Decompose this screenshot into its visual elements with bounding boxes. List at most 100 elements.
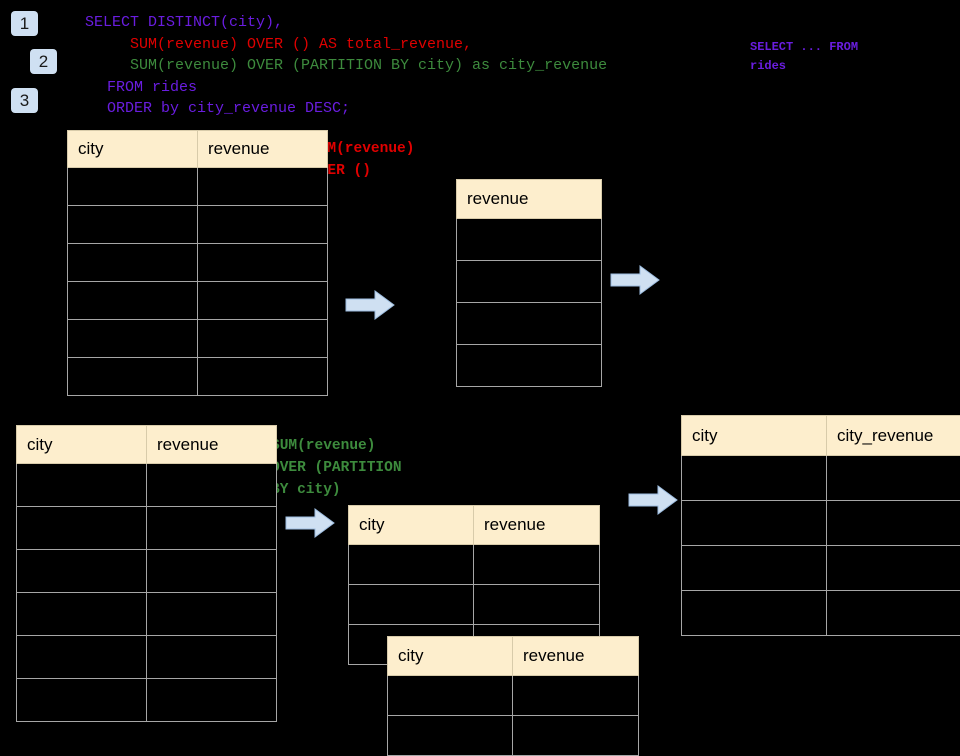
table-row xyxy=(17,636,277,679)
column-header-revenue: revenue xyxy=(474,506,600,545)
table-row xyxy=(17,507,277,550)
table-cell xyxy=(827,546,960,591)
table-row xyxy=(388,716,639,756)
column-header-revenue: revenue xyxy=(147,426,277,464)
table-cell xyxy=(198,358,328,396)
table-cell xyxy=(198,168,328,206)
arrow-total-to-result-icon xyxy=(610,265,660,295)
table-row-header: city revenue xyxy=(17,426,277,464)
table-cell xyxy=(17,507,147,550)
table-row xyxy=(349,585,600,625)
table-row-header: city city_revenue xyxy=(682,416,960,456)
arrow-partition-to-result-icon xyxy=(628,485,678,515)
side-note-line-1: SELECT ... FROM xyxy=(750,38,858,57)
table-row xyxy=(682,546,960,591)
table-row-header: city revenue xyxy=(388,637,639,676)
table-cell xyxy=(147,679,277,722)
table-row xyxy=(68,244,328,282)
table-cell xyxy=(68,206,198,244)
table-cell xyxy=(827,456,960,501)
table-row xyxy=(68,282,328,320)
sql-line-select: SELECT DISTINCT(city), xyxy=(85,12,562,34)
side-note-line-2: rides xyxy=(750,57,858,76)
table-cell xyxy=(68,168,198,206)
annotation-city-revenue-line-3: BY city) xyxy=(271,479,402,501)
table-cell xyxy=(474,585,600,625)
table-source-top: city revenue xyxy=(67,130,328,396)
table-row xyxy=(682,501,960,546)
table-cell xyxy=(682,456,827,501)
table-cell xyxy=(827,591,960,636)
table-row xyxy=(68,206,328,244)
table-row xyxy=(388,676,639,716)
table-cell xyxy=(474,545,600,585)
table-row xyxy=(17,550,277,593)
table-cell xyxy=(147,636,277,679)
table-cell xyxy=(682,546,827,591)
table-cell xyxy=(68,358,198,396)
table-cell xyxy=(513,676,639,716)
table-cell xyxy=(68,244,198,282)
column-header-city: city xyxy=(388,637,513,676)
table-source-bottom: city revenue xyxy=(16,425,277,722)
table-cell xyxy=(682,501,827,546)
table-cell xyxy=(349,545,474,585)
table-row xyxy=(17,679,277,722)
table-cell xyxy=(198,282,328,320)
arrow-source-to-total-icon xyxy=(345,290,395,320)
column-header-city: city xyxy=(349,506,474,545)
table-cell xyxy=(17,636,147,679)
table-row xyxy=(68,168,328,206)
table-row-header: city revenue xyxy=(349,506,600,545)
table-cell xyxy=(147,550,277,593)
table-cell xyxy=(198,320,328,358)
column-header-city-revenue: city_revenue xyxy=(827,416,960,456)
table-cell xyxy=(17,679,147,722)
table-cell xyxy=(827,501,960,546)
table-cell xyxy=(147,464,277,507)
table-cell xyxy=(388,716,513,756)
sql-line-order-by: ORDER by city_revenue DESC; xyxy=(107,98,584,120)
table-total-revenue: revenue xyxy=(456,179,602,387)
table-cell xyxy=(17,464,147,507)
table-partition-b: city revenue xyxy=(387,636,639,756)
annotation-city-revenue-line-1: SUM(revenue) xyxy=(271,435,402,457)
badge-1: 1 xyxy=(11,11,38,36)
table-row xyxy=(17,593,277,636)
badge-2: 2 xyxy=(30,49,57,74)
table-row xyxy=(457,303,602,345)
table-cell xyxy=(513,716,639,756)
column-header-revenue: revenue xyxy=(457,180,602,219)
table-cell xyxy=(457,345,602,387)
table-result: city city_revenue xyxy=(681,415,960,636)
table-cell xyxy=(198,244,328,282)
table-cell xyxy=(147,507,277,550)
table-row xyxy=(682,456,960,501)
sql-query-block: SELECT DISTINCT(city), SUM(revenue) OVER… xyxy=(85,12,562,120)
table-cell xyxy=(68,282,198,320)
table-row xyxy=(17,464,277,507)
column-header-revenue: revenue xyxy=(513,637,639,676)
table-row xyxy=(457,261,602,303)
table-row xyxy=(682,591,960,636)
table-row xyxy=(457,219,602,261)
table-row xyxy=(68,320,328,358)
table-cell xyxy=(17,550,147,593)
column-header-city: city xyxy=(682,416,827,456)
table-cell xyxy=(147,593,277,636)
annotation-city-revenue: SUM(revenue) OVER (PARTITION BY city) xyxy=(271,435,402,501)
table-row xyxy=(68,358,328,396)
table-cell xyxy=(198,206,328,244)
table-cell xyxy=(457,303,602,345)
table-cell xyxy=(682,591,827,636)
table-cell xyxy=(349,585,474,625)
sql-line-total-revenue: SUM(revenue) OVER () AS total_revenue, xyxy=(130,34,607,56)
table-cell xyxy=(68,320,198,358)
table-cell xyxy=(17,593,147,636)
column-header-revenue: revenue xyxy=(198,131,328,168)
column-header-city: city xyxy=(68,131,198,168)
table-row-header: city revenue xyxy=(68,131,328,168)
side-note-select-from: SELECT ... FROM rides xyxy=(750,38,858,76)
table-row xyxy=(349,545,600,585)
badge-3: 3 xyxy=(11,88,38,113)
